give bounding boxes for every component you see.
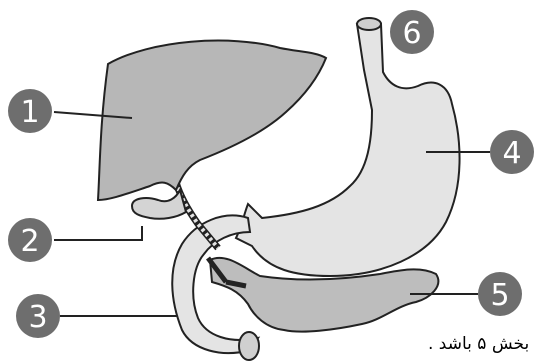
marker-4-label: 4 bbox=[502, 136, 521, 171]
marker-5: 5 bbox=[478, 272, 522, 316]
marker-3-label: 3 bbox=[28, 300, 47, 335]
marker-3: 3 bbox=[16, 294, 60, 338]
marker-2: 2 bbox=[8, 218, 52, 262]
esophagus-opening bbox=[357, 18, 381, 30]
marker-6-label: 6 bbox=[402, 16, 421, 51]
marker-5-label: 5 bbox=[490, 278, 509, 313]
marker-1: 1 bbox=[8, 89, 52, 133]
marker-2-label: 2 bbox=[20, 224, 39, 259]
leader-line-2 bbox=[54, 226, 142, 240]
liver bbox=[98, 41, 326, 200]
duodenum-end bbox=[239, 332, 259, 360]
gallbladder bbox=[132, 190, 186, 219]
caption-text: بخش ۵ باشد . bbox=[428, 334, 538, 358]
marker-4: 4 bbox=[490, 130, 534, 174]
marker-6: 6 bbox=[390, 10, 434, 54]
marker-1-label: 1 bbox=[20, 95, 39, 130]
